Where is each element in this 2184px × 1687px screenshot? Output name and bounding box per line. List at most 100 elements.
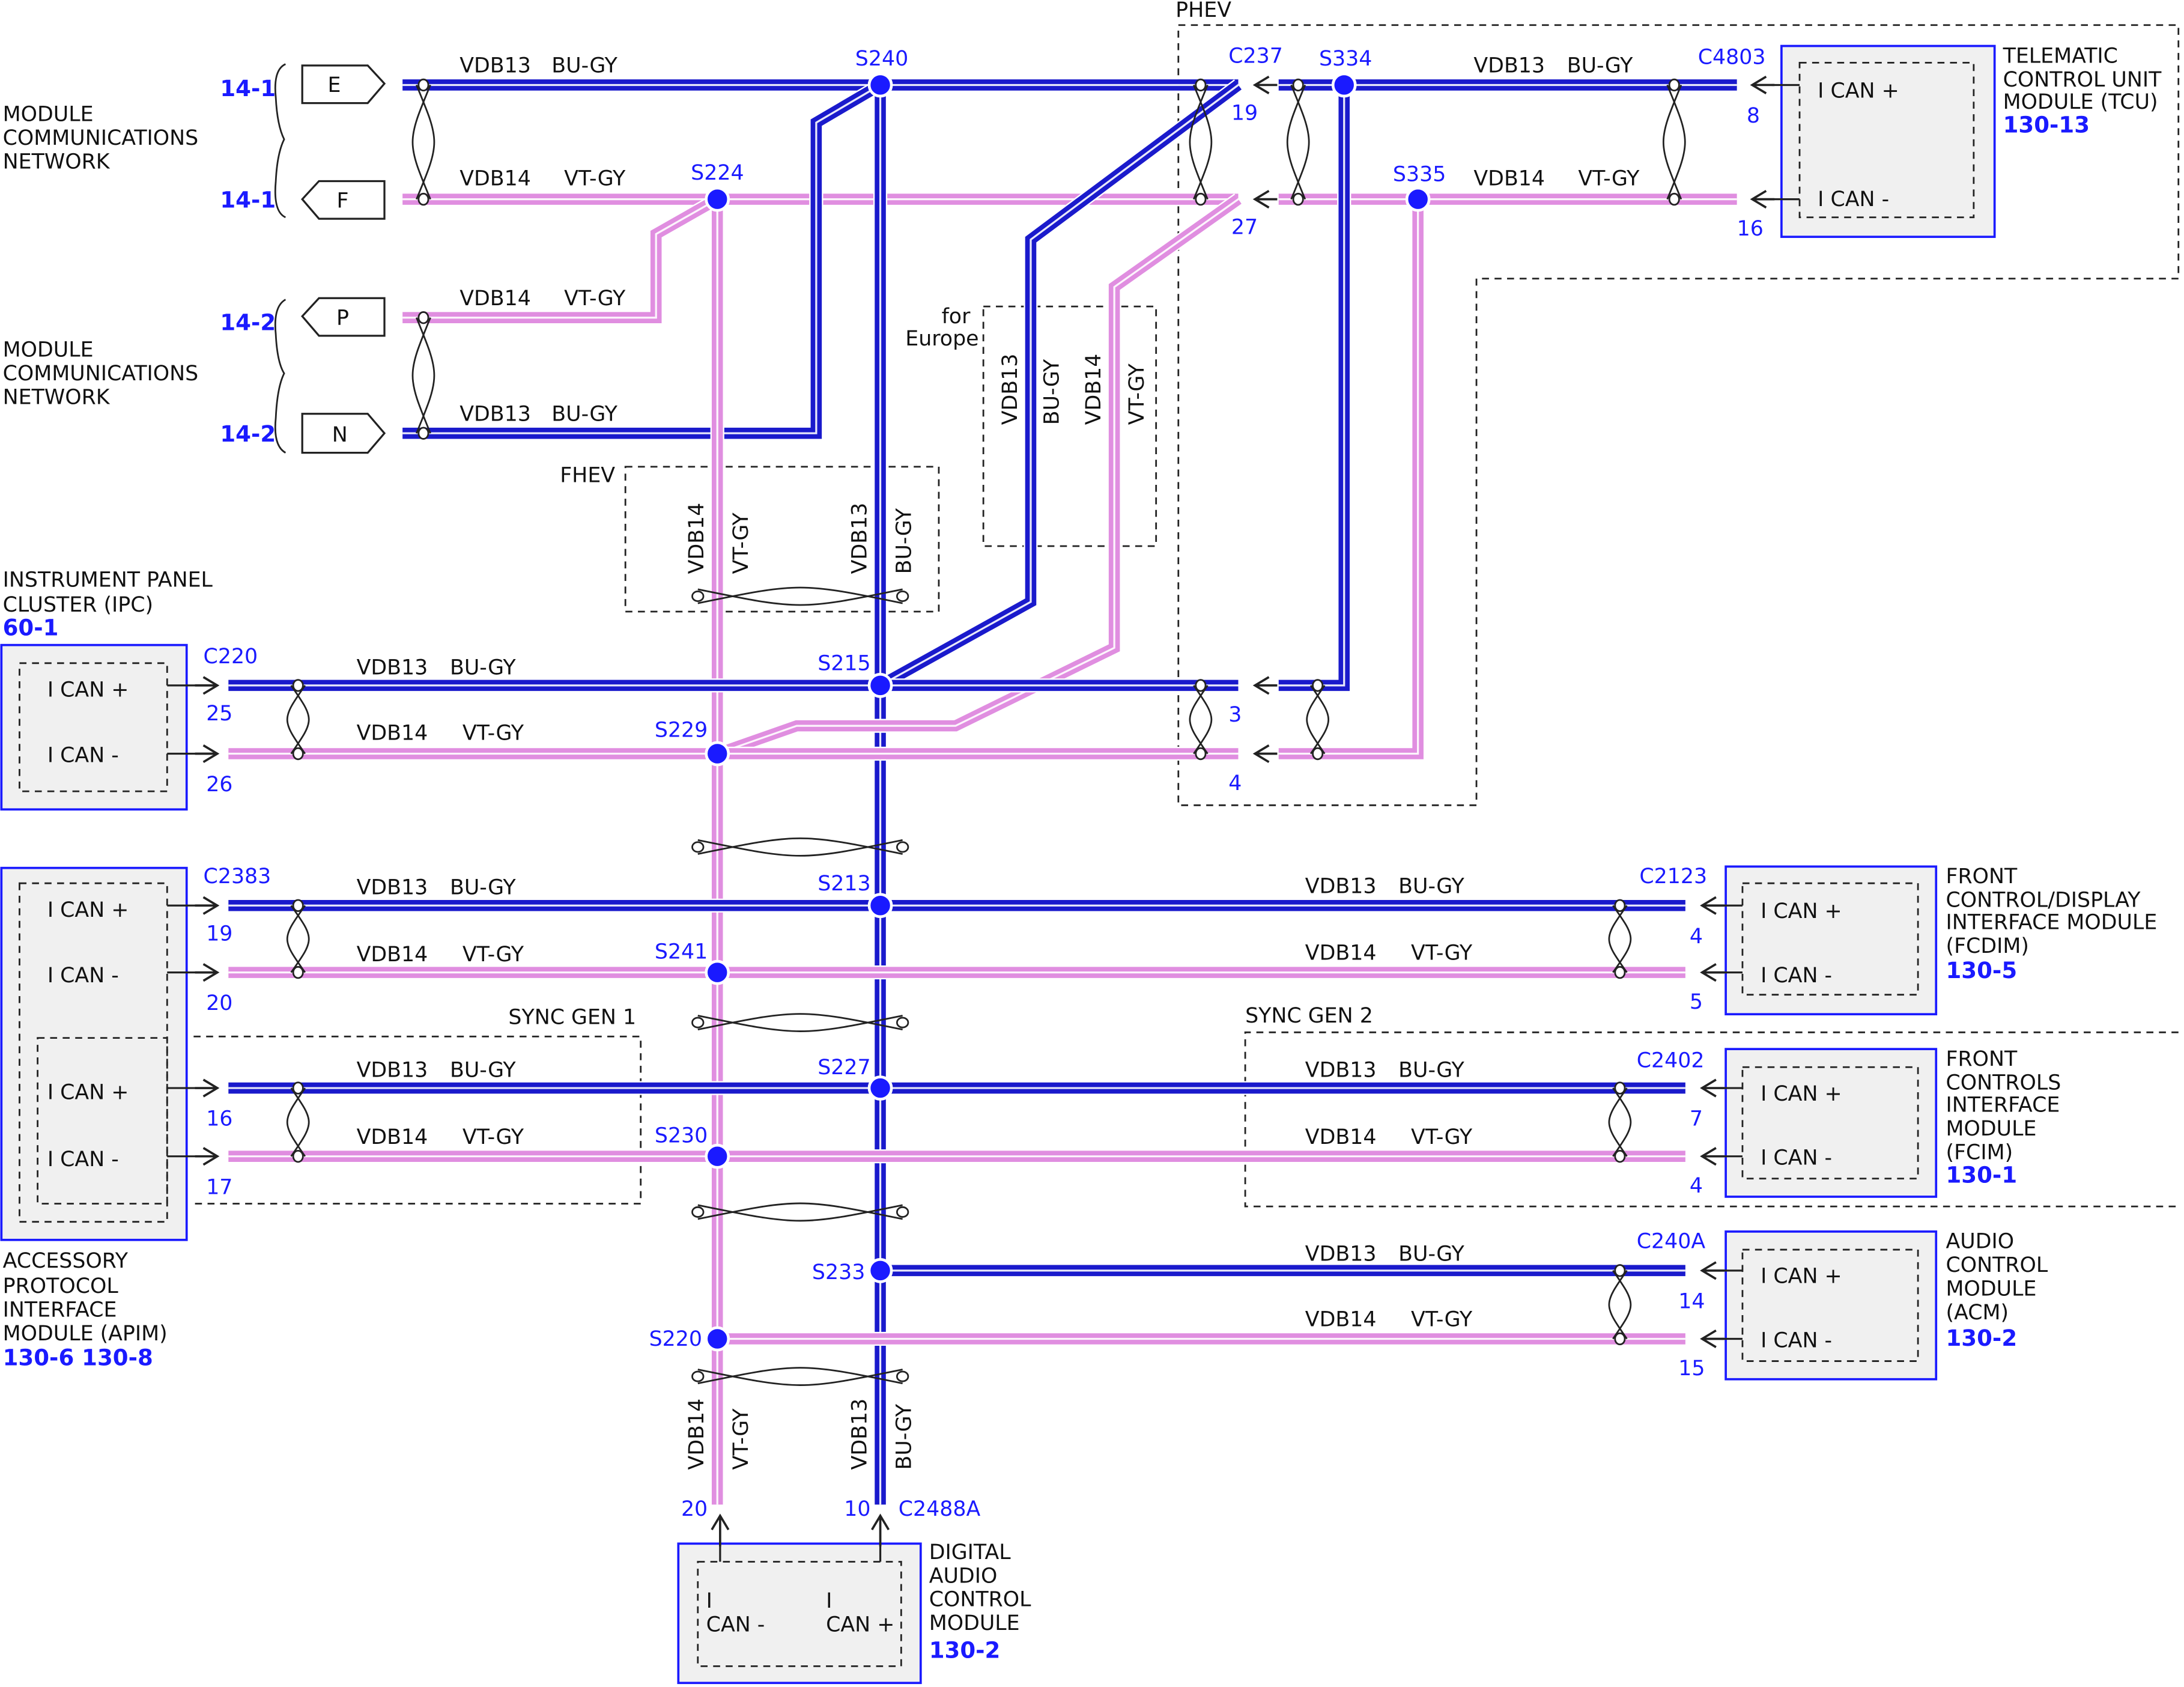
splice-label-s215: S215: [817, 651, 870, 675]
wl-9: VDB13: [357, 876, 428, 900]
mcn-label-1b: COMMUNICATIONS: [3, 126, 199, 150]
wire-outline-3: [402, 79, 884, 440]
wl-13c: BU-GY: [1398, 874, 1464, 898]
apim-name-2: PROTOCOL: [3, 1274, 119, 1298]
wire-stripe-6: [879, 84, 1239, 687]
splice-labels: S240 S224 S334 S335 S215 S229 S213 S241 …: [649, 47, 1446, 1351]
wire-stripe-3: [402, 84, 881, 434]
twist-7: [286, 679, 310, 761]
mcn-label-2b: COMMUNICATIONS: [3, 362, 199, 386]
c2488a-pin-10: 10: [844, 1497, 870, 1521]
vl-bot-2: VT-GY: [729, 1408, 753, 1470]
sync-gen-2-label: SYNC GEN 2: [1245, 1004, 1373, 1028]
fcdim-name-2: CONTROL/DISPLAY: [1946, 889, 2141, 913]
wl-17: VDB13: [1305, 1242, 1377, 1266]
twist-10: [1608, 899, 1632, 979]
wl-18: VDB14: [1305, 1308, 1377, 1332]
vl-eu-3: VDB14: [1082, 354, 1106, 425]
wl-7c: BU-GY: [450, 655, 516, 679]
splice-label-s240: S240: [855, 47, 908, 71]
dacm-i-1: I: [706, 1589, 712, 1613]
acm-ican-minus: I CAN -: [1761, 1328, 1832, 1352]
acm-name-1: AUDIO: [1946, 1230, 2015, 1254]
wl-3c: VT-GY: [564, 287, 626, 311]
apim-ref: 130-6 130-8: [3, 1345, 153, 1371]
twist-12: [1608, 1264, 1632, 1346]
network-connectors: E F P N: [274, 63, 386, 454]
dacm-name-1: DIGITAL: [929, 1540, 1012, 1564]
vl-eu-4: VT-GY: [1125, 363, 1149, 425]
c2402-label: C2402: [1637, 1048, 1705, 1072]
ref-14-2-a: 14-2: [220, 310, 276, 336]
vl-fhev-4: BU-GY: [893, 508, 917, 574]
wire-group: [228, 78, 1737, 1505]
fcdim-ican-plus: I CAN +: [1761, 899, 1842, 923]
fcim-module: I CAN + I CAN - FRONT CONTROLS INTERFACE…: [1724, 1047, 2061, 1198]
phev-region: [1177, 24, 2180, 806]
dacm-i-2: I: [826, 1589, 832, 1613]
wl-9c: BU-GY: [450, 876, 516, 900]
c220-pin-26: 26: [206, 773, 232, 797]
tcu-ref: 130-13: [2003, 112, 2090, 138]
vl-eu-1: VDB13: [998, 354, 1022, 425]
twist-11: [1608, 1081, 1632, 1163]
wl-16c: VT-GY: [1411, 1125, 1473, 1149]
brace-1: [274, 63, 287, 219]
wire-2: [402, 194, 720, 323]
pin-arrow-5: [195, 1147, 220, 1166]
twist-5: [1189, 679, 1213, 761]
wl-14: VDB14: [1305, 941, 1377, 965]
pin-arrow-0: [195, 676, 220, 695]
wl-15: VDB13: [1305, 1059, 1377, 1083]
splice-dot-s334: [1331, 72, 1357, 98]
splice-label-s335: S335: [1393, 162, 1446, 186]
c2402-pin-7: 7: [1690, 1107, 1703, 1131]
c2488a-label: C2488A: [899, 1497, 981, 1521]
wl-2c: VT-GY: [564, 166, 626, 190]
acm-name-2: CONTROL: [1946, 1253, 2048, 1277]
vl-fhev-1: VDB14: [685, 503, 709, 574]
c240a-pin-15: 15: [1678, 1357, 1705, 1381]
wl-1: VDB13: [460, 54, 531, 78]
ref-14-2-b: 14-2: [220, 421, 276, 447]
pin-arrow-18: [711, 1513, 730, 1546]
acm-name-4: (ACM): [1946, 1301, 2009, 1325]
wl-10c: VT-GY: [463, 943, 524, 967]
fcim-name-3: INTERFACE: [1946, 1093, 2060, 1117]
fcdim-module: I CAN + I CAN - FRONT CONTROL/DISPLAY IN…: [1724, 865, 2157, 1016]
splice-label-s229: S229: [655, 719, 708, 743]
acm-module: I CAN + I CAN - AUDIO CONTROL MODULE (AC…: [1724, 1230, 2048, 1381]
wl-2: VDB14: [460, 166, 531, 190]
connector-e-label: E: [328, 73, 341, 97]
dacm-can-minus: CAN -: [706, 1613, 765, 1637]
wl-7: VDB13: [357, 655, 428, 679]
pin-arrow-15: [1252, 190, 1278, 209]
splice-dot-s230: [705, 1143, 730, 1169]
ipc-module: I CAN + I CAN - INSTRUMENT PANEL CLUSTER…: [0, 568, 213, 811]
c4803-label: C4803: [1698, 46, 1766, 70]
wl-10: VDB14: [357, 943, 428, 967]
wl-5: VDB13: [1473, 54, 1545, 78]
pin-arrow-12: [1750, 75, 1775, 94]
splice-dot-s229: [705, 741, 730, 767]
splice-dot-s215: [867, 673, 893, 698]
splice-label-s241: S241: [655, 940, 708, 964]
sync-gen-1-region: [193, 1035, 642, 1205]
acm-ican-plus: I CAN +: [1761, 1265, 1842, 1289]
c2383-pin-17: 17: [206, 1175, 232, 1199]
c240a-pin-14: 14: [1678, 1289, 1705, 1313]
vl-bot-4: BU-GY: [893, 1403, 917, 1470]
c4803-pin-16: 16: [1737, 217, 1764, 241]
wl-5c: BU-GY: [1567, 54, 1633, 78]
arrow-group: [167, 75, 1800, 1562]
splice-label-s230: S230: [655, 1123, 708, 1147]
phev-label: PHEV: [1175, 0, 1231, 22]
pin-arrow-13: [1750, 190, 1775, 209]
mcn-label-1c: NETWORK: [3, 150, 111, 174]
ref-14-1-b: 14-1: [220, 187, 276, 213]
splice-dot-s240: [867, 72, 893, 98]
pin-arrow-8: [1700, 1078, 1724, 1098]
ipc-ref: 60-1: [3, 615, 59, 640]
c237-pin-19: 19: [1231, 101, 1258, 125]
